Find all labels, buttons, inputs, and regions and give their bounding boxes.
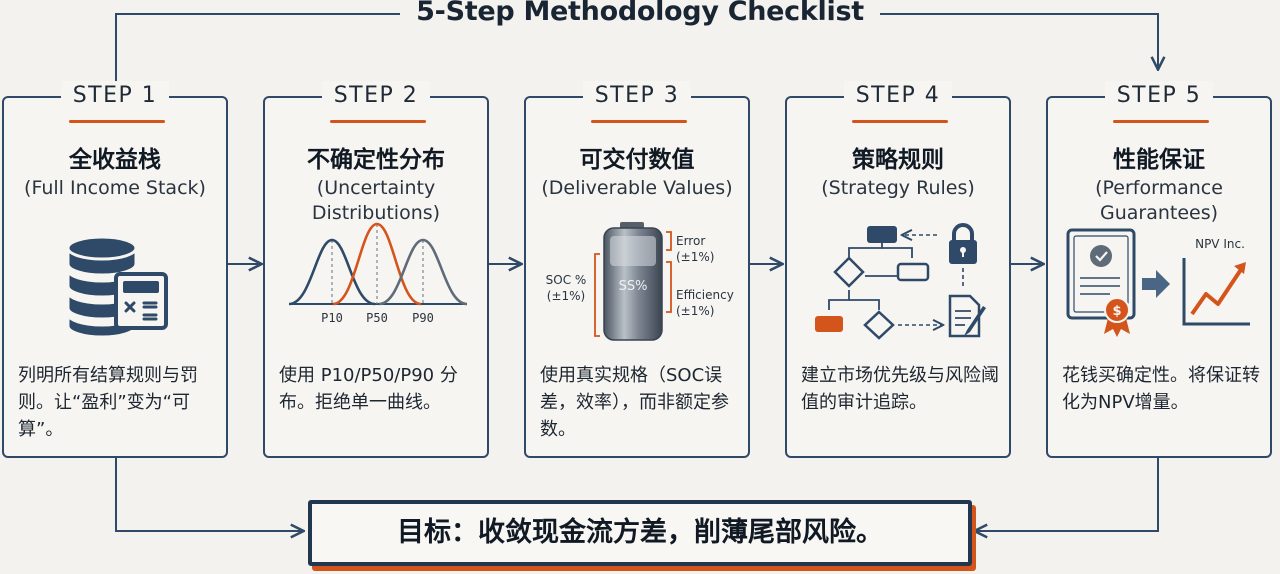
- step-underline: [330, 120, 426, 123]
- step-card-2: STEP 2 不确定性分布 (Uncertainty Distributions…: [263, 81, 489, 458]
- step-description: 使用真实规格（SOC误差，效率），而非额定参数。: [540, 365, 729, 440]
- efficiency-label: Efficiency: [676, 288, 734, 302]
- step-subtitle: (Strategy Rules): [821, 177, 975, 199]
- step-card-3: STEP 3 可交付数值 (Deliverable Values) SS% SO…: [524, 81, 750, 458]
- step-description: 列明所有结算规则与罚则。让“盈利”变为“可算”。: [18, 365, 198, 440]
- step-title: 不确定性分布: [307, 147, 445, 173]
- step-label: STEP 4: [843, 81, 953, 111]
- step-title: 性能保证: [1113, 147, 1205, 173]
- step-description: 使用 P10/P50/P90 分布。拒绝单一曲线。: [279, 365, 458, 413]
- p10-label: P10: [321, 311, 343, 325]
- step-underline: [1113, 120, 1209, 123]
- flowchart-lock-icon: [815, 223, 986, 340]
- arrow-step1-goal: [115, 458, 302, 531]
- step-subtitle: (Performance Guarantees): [1095, 177, 1223, 224]
- step-title: 策略规则: [852, 147, 944, 173]
- step-underline: [591, 120, 687, 123]
- soc-tolerance: (±1%): [547, 289, 585, 303]
- certificate-growth-icon: $ NPV Inc.: [1066, 228, 1250, 337]
- page-title: 5-Step Methodology Checklist: [0, 0, 1280, 27]
- p90-label: P90: [412, 311, 434, 325]
- step-label: STEP 5: [1104, 81, 1214, 111]
- step-label: STEP 2: [321, 81, 431, 111]
- battery-label: SS%: [619, 279, 648, 294]
- efficiency-tolerance: (±1%): [676, 304, 714, 318]
- step-subtitle: (Uncertainty Distributions): [311, 177, 441, 224]
- svg-text:$: $: [1112, 304, 1121, 319]
- distribution-curves-icon: P10 P50 P90: [288, 222, 468, 325]
- step-description: 花钱买确定性。将保证转化为NPV增量。: [1062, 365, 1260, 413]
- step-subtitle: (Deliverable Values): [541, 177, 733, 199]
- step-card-1: STEP 1 全收益栈 (Full Income Stack) 列明所有结算规则…: [2, 81, 228, 458]
- step-description: 建立市场优先级与风险阈值的审计追踪。: [801, 365, 999, 413]
- arrow-step5-goal: [976, 458, 1159, 531]
- npv-chart-label: NPV Inc.: [1195, 237, 1245, 251]
- soc-label: SOC %: [546, 273, 587, 287]
- error-label: Error: [676, 234, 705, 248]
- step-card-4: STEP 4 策略规则 (Strategy Rules) 建立市场优先级与风险阈…: [785, 81, 1011, 458]
- step-label: STEP 1: [60, 81, 170, 111]
- goal-banner: 目标：收敛现金流方差，削薄尾部风险。: [308, 500, 972, 566]
- step-subtitle: (Full Income Stack): [24, 177, 206, 199]
- step-underline: [69, 120, 165, 123]
- error-tolerance: (±1%): [676, 250, 714, 264]
- step-title: 可交付数值: [579, 147, 695, 173]
- battery-icon: SS% SOC % (±1%) Error (±1%) Efficiency (…: [546, 222, 734, 341]
- p50-label: P50: [366, 311, 388, 325]
- step-title: 全收益栈: [69, 147, 161, 173]
- database-calculator-icon: [66, 235, 168, 339]
- step-label: STEP 3: [582, 81, 692, 111]
- step-underline: [852, 120, 948, 123]
- step-card-5: STEP 5 性能保证 (Performance Guarantees) $ N…: [1046, 81, 1272, 458]
